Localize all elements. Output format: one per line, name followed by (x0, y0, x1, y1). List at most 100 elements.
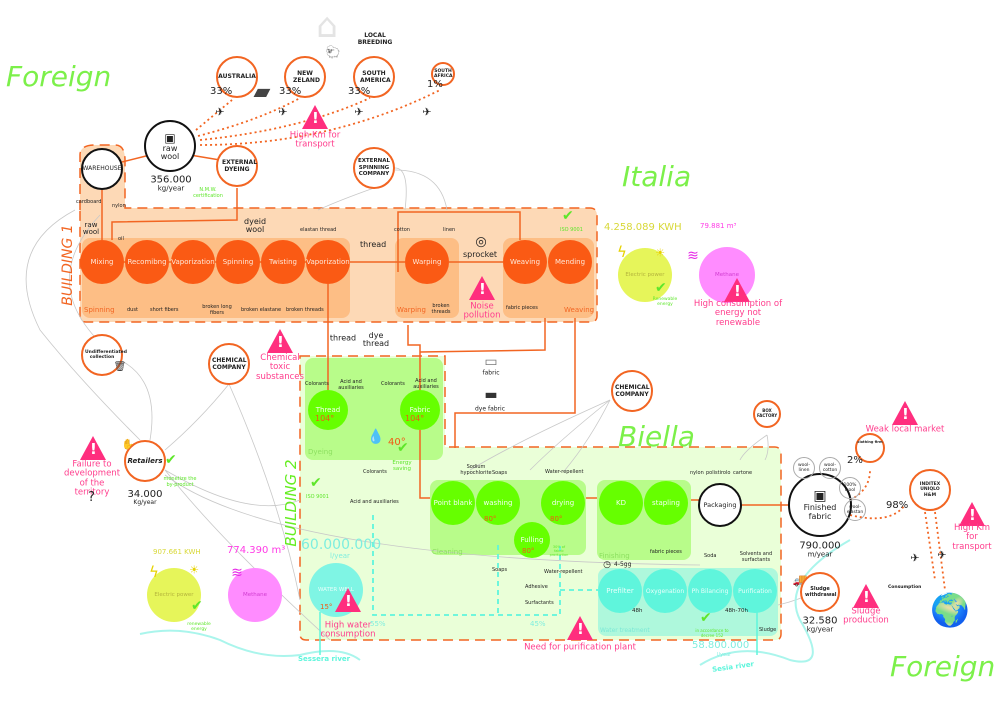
zone-warping-label: Warping (397, 306, 426, 314)
raw-wool-node[interactable]: ▣raw wool (144, 120, 196, 172)
process-vaporization-2[interactable]: Vaporization (306, 240, 350, 284)
process-mending[interactable]: Mending (548, 240, 592, 284)
retailers-node[interactable]: Retailers (124, 440, 166, 482)
source-south-america[interactable]: SOUTH AMERICA (353, 56, 395, 98)
fabric-box-icon: ▣ (813, 488, 827, 505)
fulling-note: 30% of fabric production (549, 545, 569, 557)
finishing-time: 4-5gg (614, 561, 632, 568)
process-kd[interactable]: KD (599, 481, 643, 525)
process-point-blank[interactable]: Point blank (431, 481, 475, 525)
clothing-firm-node[interactable]: clothing firm (855, 433, 885, 463)
methane-biella: 774.390 m³ (227, 545, 286, 556)
external-spinning-node[interactable]: EXTERNAL SPINNING COMPANY (353, 147, 395, 189)
external-dyeing-node[interactable]: EXTERNAL DYEING (216, 145, 258, 187)
pct-left: 55% (370, 620, 386, 628)
brands-pct: 98% (886, 500, 909, 511)
warning-chemical: Chemical toxic substances (256, 352, 304, 382)
local-breeding-label: LOCAL BREEDING (357, 32, 393, 46)
fabric-type-wool-linen: wool-linen (793, 457, 815, 479)
check-icon: ✔ (397, 440, 409, 456)
process-purification[interactable]: Purification (733, 569, 777, 613)
process-prefilter[interactable]: Prefilter (598, 569, 642, 613)
byproduct-dust: dust (127, 307, 138, 313)
output-surfactants: Surfactants (525, 600, 554, 606)
warning-noise: Noise pollution (463, 301, 501, 321)
zone-weaving-label: Weaving (564, 306, 595, 314)
process-oxygenation[interactable]: Oxygenation (643, 569, 687, 613)
warning-market: Weak local market (865, 424, 945, 435)
warehouse-node[interactable]: WAREHOUSE (81, 148, 123, 190)
dyeing-output-colorants: Colorants (363, 469, 387, 475)
check-icon: ✔ (700, 610, 712, 626)
warning-icon (724, 278, 750, 302)
temp-thread: 104° (315, 414, 335, 423)
methane-node-biella: Methane (228, 568, 282, 622)
sun-icon: ☀ (189, 563, 199, 577)
renewable-biella: renewable energy (187, 622, 211, 632)
temp-drying: 80° (550, 515, 563, 523)
source-australia[interactable]: AUSTRALIA (216, 56, 258, 98)
process-ph-balancing[interactable]: Ph Bilancing (688, 569, 732, 613)
process-twisting[interactable]: Twisting (261, 240, 305, 284)
nmw-certification: N.M.W. certification (193, 187, 223, 199)
undifferentiated-collection[interactable]: Undifferentiated collection (81, 334, 127, 376)
hand-coin-icon: ✋ (121, 439, 135, 451)
lightning-icon: ϟ (149, 563, 159, 581)
dyeing-input-acid-2: Acid and auxiliaries (413, 378, 439, 390)
process-recombing[interactable]: Recomibng (125, 240, 169, 284)
zone-spinning-label: Spinning (84, 306, 115, 314)
zone-cleaning-label: Cleaning (432, 548, 463, 556)
process-warping[interactable]: Warping (405, 240, 449, 284)
input-solvents: Solvents and surfactants (739, 551, 773, 563)
process-fulling[interactable]: Fulling (514, 522, 550, 558)
packaging-input-polistirolo: polistirolo (706, 470, 731, 476)
retailers-note: monetize the by-product (163, 476, 197, 488)
chemical-company-left[interactable]: CHEMICAL COMPANY (208, 343, 250, 385)
chemical-company-right[interactable]: CHEMICAL COMPANY (611, 370, 653, 412)
fabric-icon: ▭ (484, 354, 498, 370)
warehouse-raw-wool: raw wool (82, 221, 100, 236)
process-thread-dyeing[interactable]: Thread (308, 390, 348, 430)
temp-washing: 80° (484, 515, 497, 523)
electric-kwh-italia: 4.258.089 KWH (604, 222, 682, 233)
source-new-zealand[interactable]: NEW ZELAND (284, 56, 326, 98)
process-fabric-dyeing[interactable]: Fabric (400, 390, 440, 430)
check-icon: ✔ (562, 208, 574, 224)
input-oil: oil (118, 236, 124, 242)
plane-icon: ✈ (354, 105, 364, 119)
water-well-qty: 60.000.000 (301, 537, 382, 553)
check-icon: ✔ (165, 452, 177, 468)
process-drying[interactable]: drying (541, 481, 585, 525)
decree-note: in accordance to decree 152 (695, 628, 729, 638)
dye-fabric-icon: ▬ (484, 387, 498, 403)
packaging-node[interactable]: Packaging (698, 483, 742, 527)
process-stapling[interactable]: stapling (644, 481, 688, 525)
water-drop-icon: 💧 (367, 429, 385, 445)
process-weaving[interactable]: Weaving (503, 240, 547, 284)
byproduct-fabric-pieces: fabric pieces (506, 305, 538, 311)
source-south-africa[interactable]: SOUTH AFRICA (431, 62, 455, 86)
temp-fabric: 104° (405, 414, 425, 423)
plane-icon: ✈ (215, 105, 225, 119)
warning-water: High water consumption (320, 620, 376, 640)
flow-dye-thread: dye thread (362, 331, 390, 348)
temp-fulling: 80° (522, 547, 535, 555)
sludge-withdrawal-node[interactable]: Sludge withdrawal (800, 572, 840, 612)
flow-fabric: fabric (482, 369, 500, 377)
input-linen: linen (443, 227, 456, 233)
pct-south-america: 33% (348, 86, 371, 97)
process-spinning[interactable]: Spinning (216, 240, 260, 284)
water-well-temp: 15° (320, 603, 333, 611)
dyeing-input-acid-1: Acid and auxiliaries (338, 379, 364, 391)
unknown-destination: ? (88, 490, 95, 505)
box-factory-node[interactable]: BOX FACTORY (753, 400, 781, 428)
output-soaps: Soaps (492, 567, 508, 573)
process-washing[interactable]: washing (476, 481, 520, 525)
input-sprocket: sprocket (463, 250, 498, 259)
check-icon: ✔ (191, 598, 203, 614)
brands-node[interactable]: INDITEX UNIQLO H&M (909, 469, 951, 511)
temp-water: 40° (388, 437, 406, 448)
process-vaporization-1[interactable]: Vaporization (171, 240, 215, 284)
process-mixing[interactable]: Mixing (80, 240, 124, 284)
output-water-repellent: Water-repellent (544, 569, 583, 575)
